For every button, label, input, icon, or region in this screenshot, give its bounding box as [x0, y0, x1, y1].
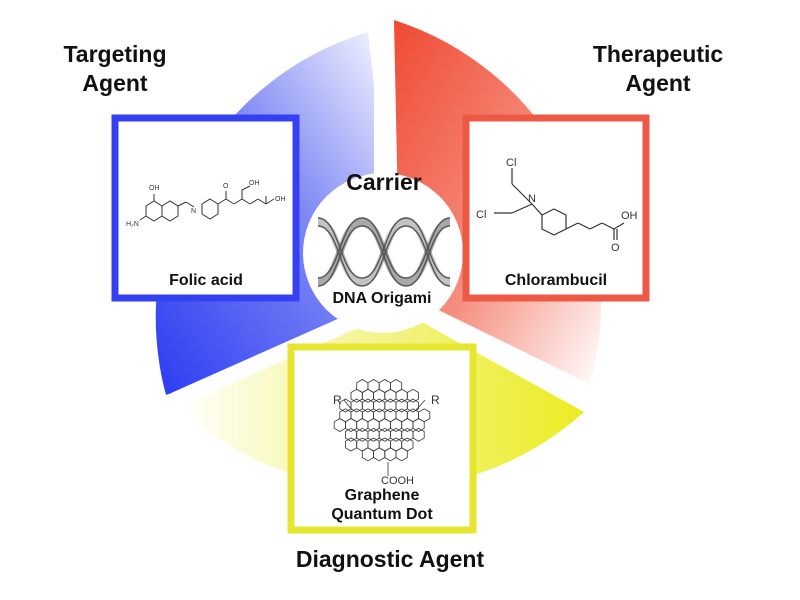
chlorambucil-oh: OH: [621, 210, 638, 222]
folic-oh-label: OH: [149, 185, 160, 192]
chlorambucil-o: O: [611, 242, 620, 254]
gqd-r-right: R: [431, 393, 440, 407]
gqd-ring: [412, 427, 425, 442]
targeting-title-line1: Targeting: [63, 41, 167, 67]
folic-acid-structure-icon: [139, 185, 275, 222]
gqd-ring: [406, 398, 420, 413]
gqd-ring: [406, 388, 420, 403]
gqd-ring: [412, 418, 425, 432]
targeting-title-line2: Agent: [82, 69, 148, 96]
gqd-caption: Graphene Quantum Dot: [298, 486, 466, 524]
therapeutic-agent-title: Therapeutic Agent: [568, 40, 748, 98]
therapeutic-title-line1: Therapeutic: [592, 41, 724, 67]
targeting-agent-title: Targeting Agent: [50, 40, 180, 98]
folic-cooh-label: OH: [249, 180, 260, 187]
gqd-caption-line2: Quantum Dot: [331, 506, 433, 524]
gqd-substituent-bond: [415, 399, 426, 411]
gqd-box: [287, 343, 477, 534]
diagnostic-agent-title: Diagnostic Agent: [295, 546, 485, 572]
chlorambucil-cl-top: Cl: [506, 157, 516, 169]
chlorambucil-cl-left: Cl: [476, 209, 486, 221]
folic-acid-box: [111, 114, 300, 302]
gqd-caption-line1: Graphene: [344, 487, 420, 504]
graphene-quantum-dot-icon: [333, 379, 431, 476]
wedge-gap-right: [396, 292, 604, 406]
chlorambucil-box: [462, 114, 650, 302]
gqd-ring: [395, 447, 408, 462]
gqd-substituent-bond: [343, 399, 353, 411]
folic-h2n-label: H₂N: [126, 221, 139, 228]
dna-origami-caption: DNA Origami: [332, 290, 432, 307]
chlorambucil-n: N: [528, 193, 536, 205]
chlorambucil-caption: Chlorambucil: [504, 272, 608, 289]
folic-n-label: N: [191, 208, 196, 215]
gqd-r-left: R: [333, 393, 342, 407]
dna-helix-icon: [317, 217, 451, 287]
therapeutic-title-line2: Agent: [625, 69, 691, 96]
chlorambucil-structure-icon: [494, 168, 625, 240]
folic-cooh-label-2: OH: [275, 196, 286, 203]
carrier-title: Carrier: [346, 169, 422, 195]
folic-o-label: O: [223, 183, 229, 190]
folic-acid-caption: Folic acid: [169, 272, 243, 289]
gqd-cooh: COOH: [381, 475, 414, 487]
